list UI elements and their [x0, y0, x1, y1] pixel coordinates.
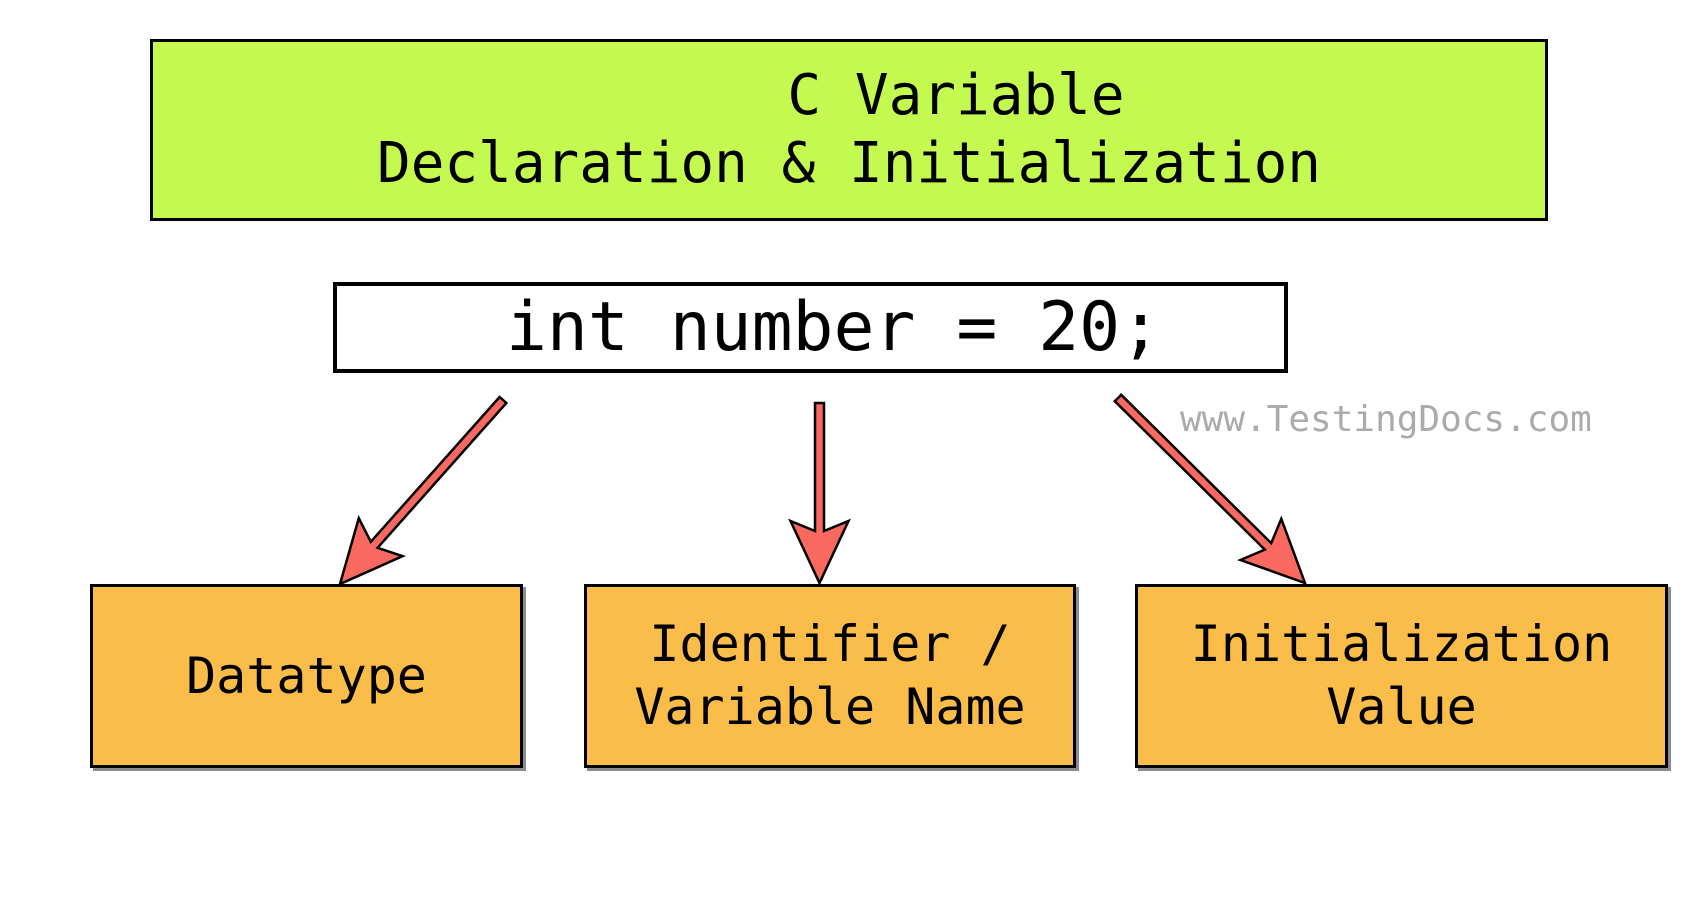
title-box: C Variable Declaration & Initialization [150, 39, 1548, 221]
label-initialization-line-1: Initialization [1190, 615, 1613, 673]
arrow-to-datatype-icon [338, 395, 509, 587]
code-statement-box: int number = 20; [333, 282, 1288, 373]
label-identifier-line-2: Variable Name [634, 678, 1026, 736]
arrow-to-identifier-icon [788, 401, 851, 586]
label-box-identifier: Identifier / Variable Name [584, 584, 1076, 768]
label-initialization-line-2: Value [1326, 678, 1477, 736]
title-line-2: Declaration & Initialization [376, 131, 1321, 196]
label-box-datatype: Datatype [90, 584, 523, 768]
watermark-text: www.TestingDocs.com [1180, 399, 1592, 440]
label-identifier-line-1: Identifier / [649, 615, 1011, 673]
label-box-initialization: Initialization Value [1135, 584, 1668, 768]
code-statement-text: int number = 20; [505, 288, 1162, 367]
label-datatype-text: Datatype [186, 646, 427, 705]
title-line-1: C Variable [787, 63, 1125, 128]
